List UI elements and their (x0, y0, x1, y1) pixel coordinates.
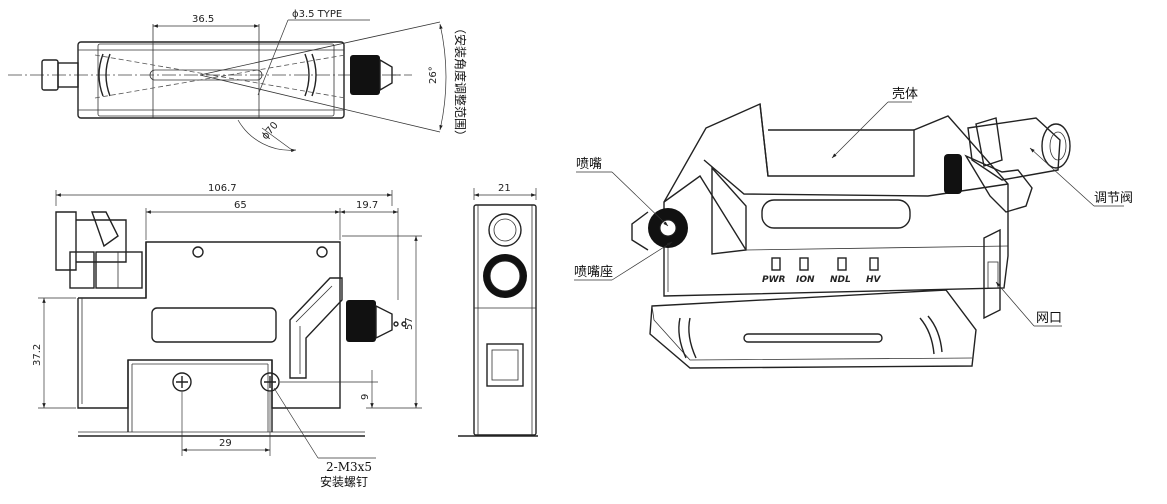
indicator-hv-led (869, 257, 879, 271)
dim-overall-width: 106.7 (208, 183, 237, 194)
dim-radius: ϕ70 (260, 120, 281, 142)
dim-side-width: 21 (498, 183, 511, 194)
callout-nozzle-seat: 喷嘴座 (574, 265, 613, 280)
indicator-ndl-label: NDL (830, 275, 851, 285)
indicator-group: PWR ION NDL HV (762, 257, 882, 285)
dim-hole-offset: 9 (360, 394, 371, 400)
callout-valve: 调节阀 (1094, 191, 1133, 206)
dim-hole-type: ϕ3.5 TYPE (292, 9, 342, 20)
dim-body-width: 65 (234, 200, 247, 211)
callout-shell: 壳体 (892, 87, 918, 102)
front-view: 106.7 65 19.7 37.2 57 9 29 2-M3x5 安装螺钉 (32, 183, 422, 489)
indicator-pwr-label: PWR (762, 275, 786, 285)
callout-port: 网口 (1036, 311, 1062, 326)
side-view: 21 (458, 183, 538, 437)
top-view: 36.5 ϕ3.5 TYPE 26° ϕ70 （安装角度调整范围） (8, 9, 468, 153)
isometric-view: PWR ION NDL HV 壳体 喷嘴 喷嘴座 调节阀 网口 (574, 87, 1133, 369)
indicator-ion-label: ION (796, 275, 815, 285)
screw-name: 安装螺钉 (320, 474, 368, 489)
dim-hole-spacing: 29 (219, 438, 232, 449)
dim-top-width: 36.5 (192, 14, 214, 25)
indicator-ndl-led (837, 257, 847, 271)
dim-left-height: 37.2 (32, 344, 43, 366)
dim-total-height: 57 (404, 317, 415, 330)
indicator-hv-label: HV (866, 275, 882, 285)
callout-nozzle: 喷嘴 (576, 157, 602, 172)
screw-spec: 2-M3x5 (326, 460, 372, 474)
dim-nozzle-width: 19.7 (356, 200, 378, 211)
indicator-ion-led (799, 257, 809, 271)
indicator-pwr-led (771, 257, 781, 271)
angle-caption: （安装角度调整范围） (453, 22, 468, 142)
dim-angle: 26° (428, 66, 439, 84)
